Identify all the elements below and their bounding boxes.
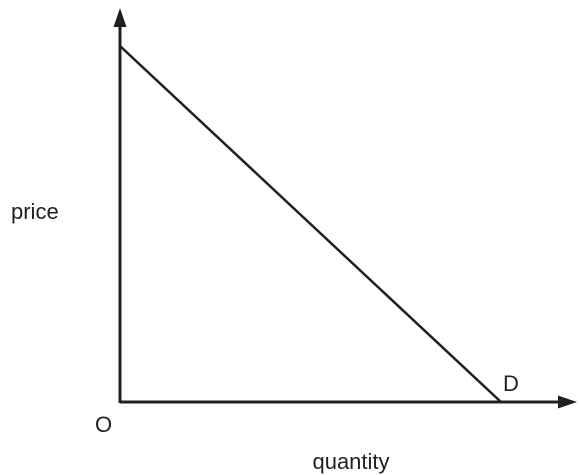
series-layer bbox=[118, 44, 503, 404]
x-axis-arrowhead bbox=[558, 395, 577, 409]
demand-curve-line bbox=[118, 44, 503, 404]
demand-curve-label: D bbox=[503, 371, 519, 396]
y-axis-arrowhead bbox=[113, 8, 127, 27]
origin-label: O bbox=[95, 412, 112, 437]
axes bbox=[113, 8, 577, 409]
x-axis-label: quantity bbox=[312, 449, 389, 474]
y-axis-label: price bbox=[11, 199, 59, 224]
